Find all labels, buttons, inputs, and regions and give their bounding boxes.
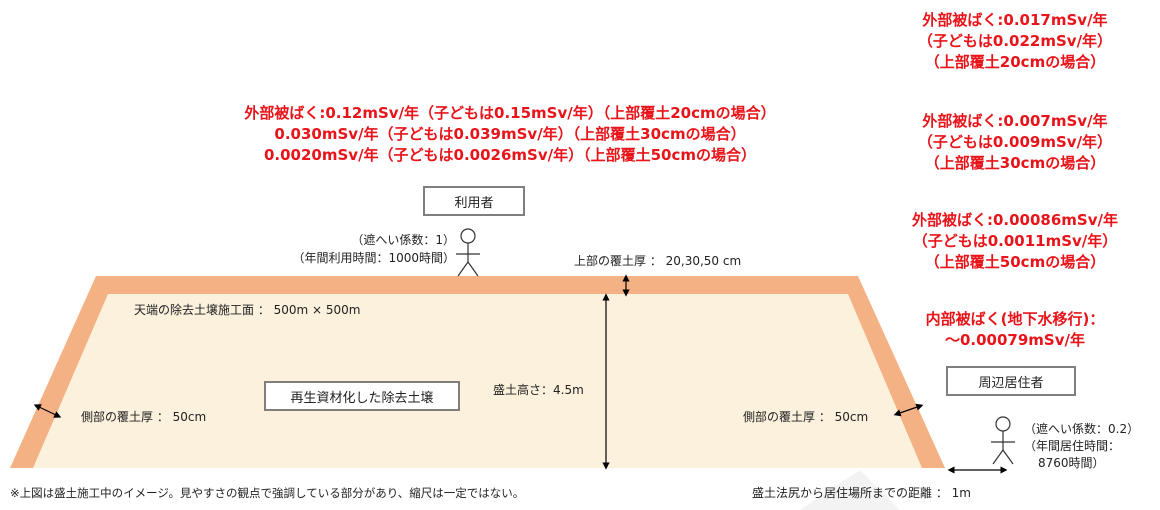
left-side-cover-label: 側部の覆土厚 ： 50cm <box>81 410 207 424</box>
material-label: 再生資材化した除去土壌 <box>290 390 434 406</box>
exposure-20-line-2: （子どもは0.022mSv/年） <box>917 32 1113 50</box>
resident-exposure-30cm: 外部被ばく:0.007mSv/年 （子どもは0.009mSv/年） （上部覆土3… <box>895 111 1135 174</box>
material-label-box: 再生資材化した除去土壌 <box>264 381 460 411</box>
user-exposure-line-1: 外部被ばく:0.12mSv/年（子どもは0.15mSv/年）（上部覆土20cmの… <box>244 104 776 122</box>
top-surface-label: 天端の除去土壌施工面 ： 500m × 500m <box>134 303 361 317</box>
user-label: 利用者 <box>454 195 494 211</box>
internal-exposure: 内部被ばく(地下水移行)： ～0.00079mSv/年 <box>895 309 1135 351</box>
resident-residence-time-2: 8760時間） <box>1038 456 1105 470</box>
exposure-50-line-3: （上部覆土50cmの場合） <box>924 253 1106 271</box>
exposure-20-line-3: （上部覆土20cmの場合） <box>924 53 1106 71</box>
resident-person-icon <box>991 416 1015 465</box>
footnote: ※上図は盛土施工中のイメージ。見やすさの観点で強調している部分があり、縮尺は一定… <box>10 486 525 500</box>
left-side-cover-arrow <box>33 404 62 418</box>
resident-label: 周辺居住者 <box>978 375 1044 391</box>
right-side-cover-label: 側部の覆土厚 ： 50cm <box>743 410 869 424</box>
exposure-50-line-1: 外部被ばく:0.00086mSv/年 <box>911 211 1118 229</box>
background-shape <box>800 470 900 510</box>
right-side-cover-arrow <box>893 403 924 417</box>
resident-label-box: 周辺居住者 <box>946 366 1076 396</box>
resident-exposure-50cm: 外部被ばく:0.00086mSv/年 （子どもは0.0011mSv/年） （上部… <box>895 210 1135 273</box>
exposure-30-line-1: 外部被ばく:0.007mSv/年 <box>922 112 1108 130</box>
exposure-20-line-1: 外部被ばく:0.017mSv/年 <box>922 11 1108 29</box>
exposure-50-line-2: （子どもは0.0011mSv/年） <box>912 232 1118 250</box>
exposure-30-line-2: （子どもは0.009mSv/年） <box>917 133 1113 151</box>
internal-exposure-line-2: ～0.00079mSv/年 <box>944 331 1085 349</box>
resident-exposure-20cm: 外部被ばく:0.017mSv/年 （子どもは0.022mSv/年） （上部覆土2… <box>895 10 1135 73</box>
user-usage-time: （年間利用時間：1000時間） <box>292 251 455 265</box>
resident-shielding: （遮へい係数：0.2） <box>1024 422 1140 436</box>
user-shielding: （遮へい係数：1） <box>351 233 455 247</box>
recycled-soil-body <box>33 294 922 468</box>
exposure-30-line-3: （上部覆土30cmの場合） <box>924 154 1106 172</box>
internal-exposure-line-1: 内部被ばく(地下水移行)： <box>925 310 1105 328</box>
user-exposure-line-2: 0.030mSv/年（子どもは0.039mSv/年）（上部覆土30cmの場合） <box>274 125 746 143</box>
user-exposure-text: 外部被ばく:0.12mSv/年（子どもは0.15mSv/年）（上部覆土20cmの… <box>160 103 860 166</box>
top-cover-label: 上部の覆土厚 ： 20,30,50 cm <box>574 254 742 268</box>
user-exposure-line-3: 0.0020mSv/年（子どもは0.0026mSv/年）（上部覆土50cmの場合… <box>263 146 757 164</box>
user-person-icon <box>456 228 480 277</box>
distance-label: 盛土法尻から居住場所までの距離 ： 1m <box>752 486 971 500</box>
user-label-box: 利用者 <box>423 186 525 216</box>
height-label: 盛土高さ：4.5m <box>493 383 584 397</box>
resident-residence-time-1: （年間居住時間： <box>1024 439 1121 453</box>
